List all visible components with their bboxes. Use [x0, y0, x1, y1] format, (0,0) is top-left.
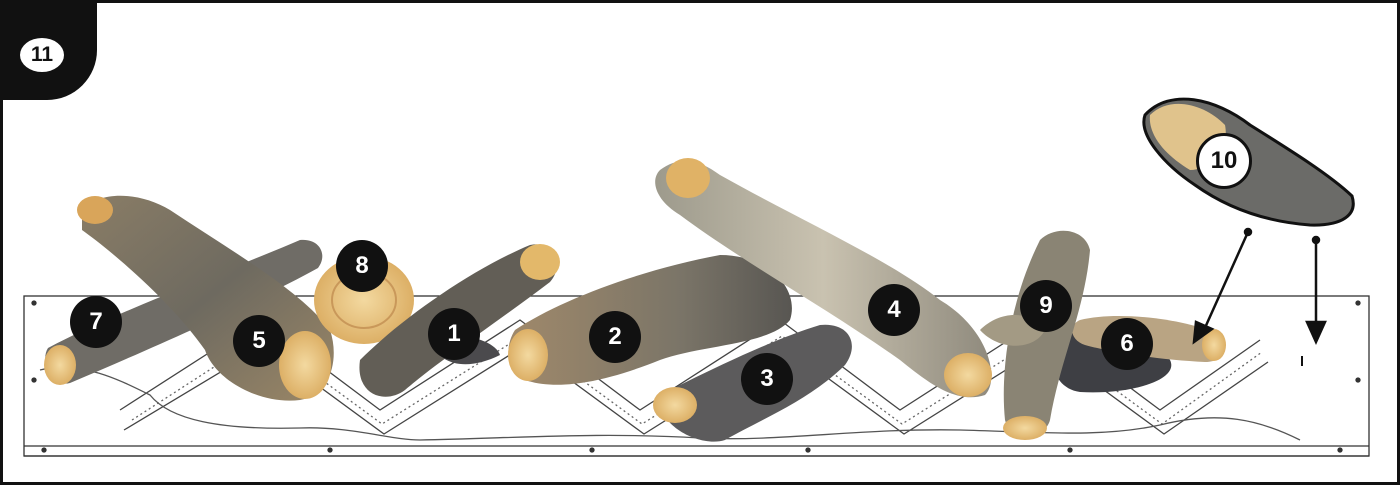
- log-badge-1: 1: [428, 308, 480, 360]
- log-badge-6: 6: [1101, 318, 1153, 370]
- log-badge-5: 5: [233, 315, 285, 367]
- log-badge-8: 8: [336, 240, 388, 292]
- placement-arrows: [1194, 229, 1325, 342]
- log-badge-7: 7: [70, 296, 122, 348]
- log-badge-4: 4: [868, 284, 920, 336]
- log-badge-10: 10: [1196, 133, 1252, 189]
- log-5: [77, 196, 334, 401]
- log-badge-2: 2: [589, 311, 641, 363]
- log-badge-9: 9: [1020, 280, 1072, 332]
- step-number: 11: [20, 38, 64, 72]
- log-badge-3: 3: [741, 353, 793, 405]
